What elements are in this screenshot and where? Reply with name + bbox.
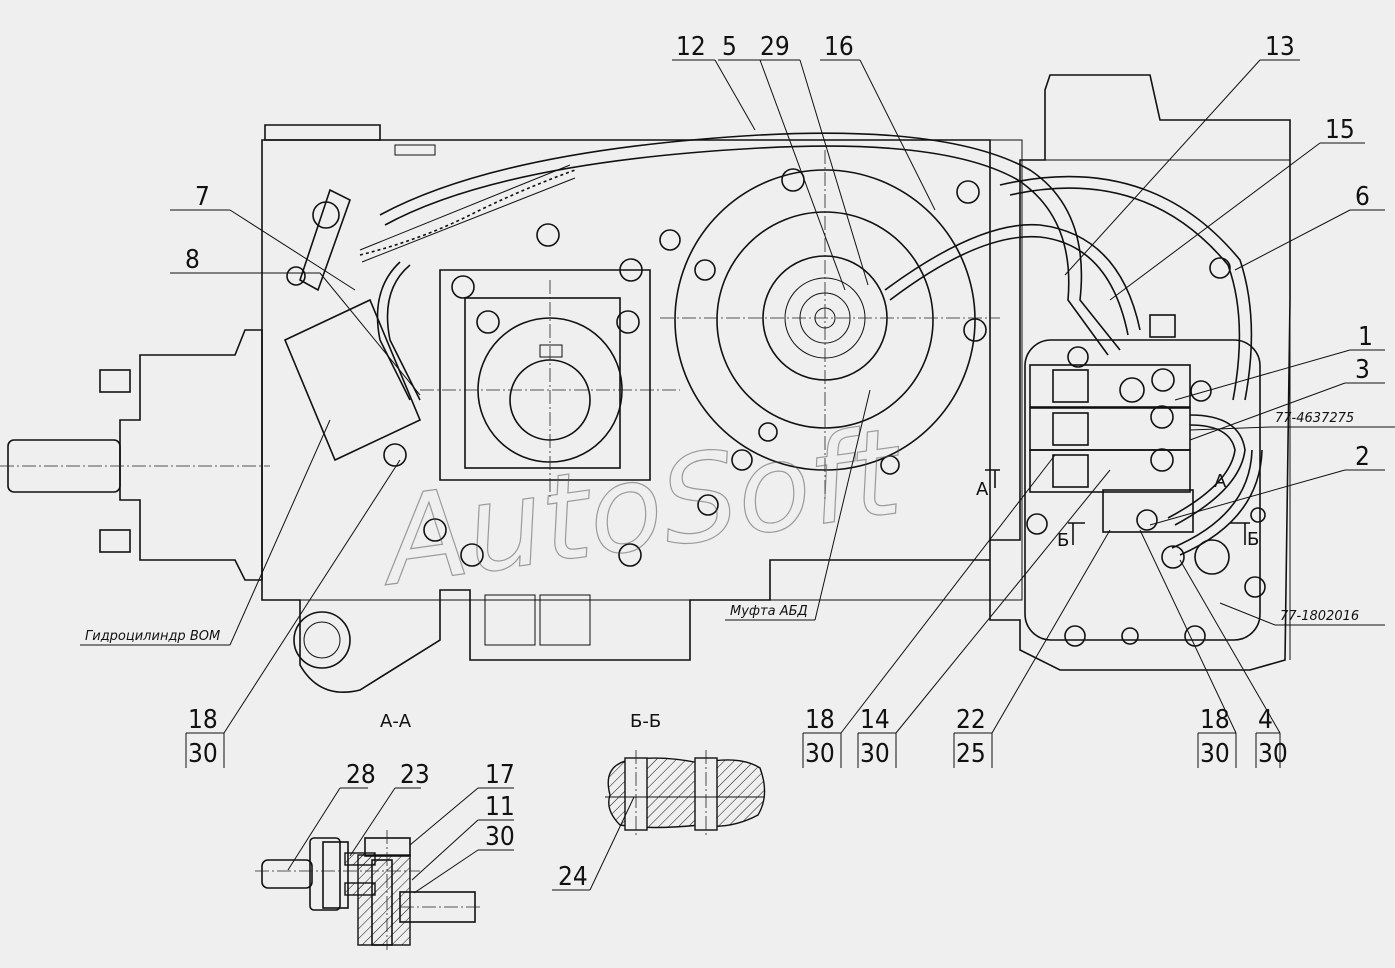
- section-aa-label-17-text: 17: [485, 760, 515, 790]
- fraction-bottom: 30: [805, 739, 835, 769]
- fraction-label: 4 30: [1179, 559, 1288, 769]
- section-aa-label-23-text: 23: [400, 760, 430, 790]
- hydraulic-cylinder: [283, 164, 576, 467]
- position-label-15-text: 15: [1325, 115, 1355, 145]
- note-77-4637275: 77-4637275: [1275, 411, 1354, 426]
- section-mark-b: Б: [1057, 530, 1069, 551]
- position-label-3: 3: [1189, 355, 1385, 441]
- section-bb-label-24: 24: [552, 796, 635, 892]
- section-aa-title: А-А: [380, 711, 412, 732]
- section-marks: А А Б Б: [976, 469, 1259, 551]
- note-hydro-cylinder: Гидроцилиндр ВОМ: [85, 629, 220, 644]
- note-coupling: Муфта АБД: [730, 604, 808, 619]
- section-bb-label-24-text: 24: [558, 862, 588, 892]
- section-aa-label-11: 11: [411, 792, 515, 881]
- position-label-29-text: 29: [760, 32, 790, 62]
- fraction-top: 18: [805, 705, 835, 735]
- section-mark-b2: Б: [1247, 529, 1259, 550]
- position-label-16: 16: [820, 32, 936, 211]
- position-label-8-text: 8: [185, 245, 200, 275]
- section-aa-label-28-text: 28: [346, 760, 376, 790]
- pto-shaft-housing: [0, 329, 270, 581]
- position-label-3-text: 3: [1355, 355, 1370, 385]
- position-label-5: 5: [718, 32, 846, 291]
- position-label-7: 7: [170, 182, 356, 291]
- position-label-2-text: 2: [1355, 442, 1370, 472]
- section-a-a: А-А: [255, 711, 480, 950]
- fraction-bottom: 30: [860, 739, 890, 769]
- position-label-6-text: 6: [1355, 182, 1370, 212]
- fraction-top: 18: [188, 705, 218, 735]
- fraction-top: 4: [1258, 705, 1273, 735]
- position-labels: 12 5 29 16 13 15 6 7 8 13 2: [170, 32, 1385, 526]
- section-aa-label-30: 30: [413, 822, 515, 894]
- section-bb-labels: 24: [552, 796, 635, 892]
- notes: 77-4637275 77-1802016 Гидроцилиндр ВОМ М…: [80, 389, 1395, 646]
- section-aa-label-28: 28: [287, 760, 376, 871]
- position-label-13: 13: [1064, 32, 1300, 276]
- fraction-top: 14: [860, 705, 890, 735]
- position-label-12-text: 12: [676, 32, 706, 62]
- watermark: AutoSoft: [369, 402, 912, 613]
- fraction-bottom: 25: [956, 739, 986, 769]
- central-flange: [420, 223, 753, 567]
- fraction-bottom: 30: [1200, 739, 1230, 769]
- section-b-b: Б-Б: [605, 711, 766, 835]
- position-label-16-text: 16: [824, 32, 854, 62]
- section-aa-label-11-text: 11: [485, 792, 515, 822]
- position-label-2: 2: [1149, 442, 1385, 526]
- fraction-top: 22: [956, 705, 986, 735]
- position-label-1: 1: [1174, 322, 1385, 401]
- position-label-6: 6: [1234, 182, 1385, 271]
- position-label-29: 29: [755, 32, 869, 286]
- position-label-12: 12: [672, 32, 756, 131]
- section-bb-title: Б-Б: [630, 711, 661, 732]
- section-mark-a: А: [976, 479, 989, 500]
- fraction-bottom: 30: [1258, 739, 1288, 769]
- gearbox-housing: [261, 74, 1291, 694]
- section-aa-label-17: 17: [409, 760, 515, 846]
- position-label-15: 15: [1109, 115, 1365, 301]
- fraction-bottom: 30: [188, 739, 218, 769]
- section-aa-label-23: 23: [349, 760, 430, 857]
- valve-block: [1024, 257, 1266, 647]
- position-label-8: 8: [170, 245, 421, 396]
- section-aa-label-30-text: 30: [485, 822, 515, 852]
- position-label-1-text: 1: [1358, 322, 1373, 352]
- note-77-1802016: 77-1802016: [1280, 609, 1359, 624]
- pipes: [376, 132, 1263, 556]
- position-label-5-text: 5: [722, 32, 737, 62]
- section-mark-a2: А: [1214, 471, 1227, 492]
- position-label-7-text: 7: [195, 182, 210, 212]
- coupling-abd: [660, 150, 1000, 500]
- position-label-13-text: 13: [1265, 32, 1295, 62]
